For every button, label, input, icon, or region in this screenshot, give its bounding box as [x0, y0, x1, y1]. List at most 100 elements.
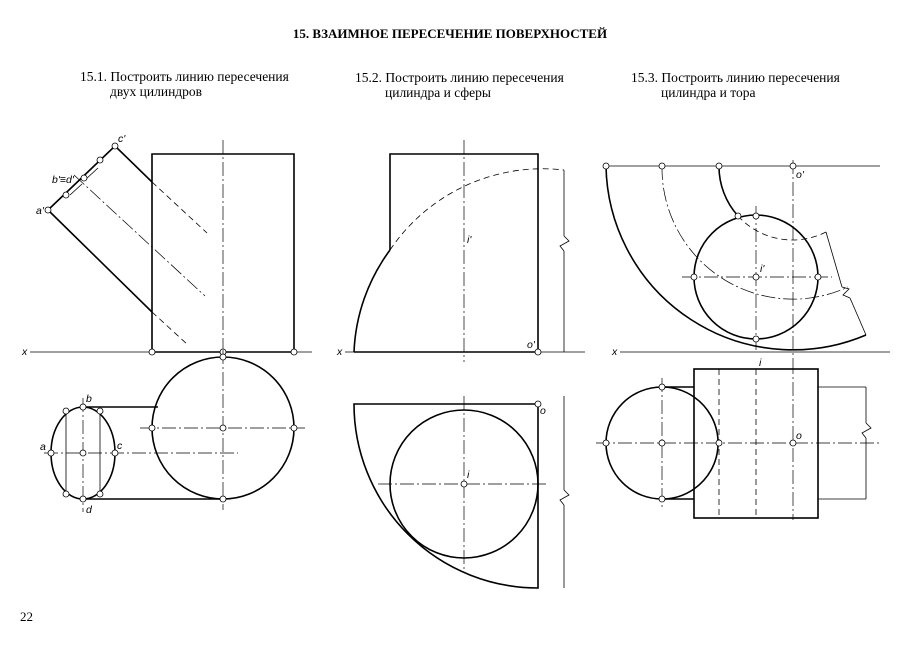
construction-point [658, 439, 666, 447]
point-c-label: c [117, 440, 123, 452]
construction-point [752, 212, 760, 220]
point-c [111, 449, 119, 457]
sphere-top-quarter [353, 403, 539, 589]
construction-point [62, 191, 70, 199]
task-heading-line: 15.3. Построить линию пересечения [631, 70, 840, 85]
point-i-front-label: i' [467, 234, 472, 246]
cylinder-bottom-arc-right [661, 488, 695, 500]
point-o-label: o [796, 430, 802, 442]
hidden-lower-edge [151, 311, 189, 346]
point-i [460, 480, 468, 488]
construction-point [148, 424, 156, 432]
point-d [79, 495, 87, 503]
point-c-front [111, 142, 119, 150]
point-c-front-label: c' [118, 133, 126, 145]
construction-point [715, 162, 723, 170]
task-heading-line: 15.2. Построить линию пересечения [355, 70, 564, 85]
break-mark [861, 422, 872, 439]
construction-point [96, 156, 104, 164]
point-a [47, 449, 55, 457]
point-d-label: d [86, 504, 93, 516]
point-a-front [44, 206, 52, 214]
point-i-front-label: i' [760, 263, 765, 275]
cylinder-top-arc-right [661, 386, 695, 398]
torus-inner-arc [718, 165, 739, 217]
construction-point [96, 407, 104, 415]
inclined-cylinder-lower-edge [47, 209, 153, 313]
point-i-label: i [759, 357, 762, 369]
task-15-1-heading: 15.1. Построить линию пересечения двух ц… [80, 69, 289, 99]
task-15-2-heading: 15.2. Построить линию пересечения цилинд… [355, 70, 564, 100]
point-i-label: i [467, 469, 470, 481]
generator-tick [85, 167, 99, 180]
top-view-15-1: b a c d [40, 350, 305, 516]
inclined-cylinder-upper-edge [114, 145, 153, 183]
task-heading-line: цилиндра и сферы [385, 85, 491, 100]
construction-point [290, 424, 298, 432]
construction-point [602, 439, 610, 447]
point-o-front [789, 162, 797, 170]
point-o-front-label: o' [527, 339, 536, 351]
front-view-15-3: x o' i' [602, 160, 890, 360]
construction-point [658, 162, 666, 170]
construction-point [96, 490, 104, 498]
task-15-1-drawing: x c' b'≡d' a' [21, 133, 312, 516]
break-mark [841, 286, 851, 299]
task-heading-line: цилиндра и тора [661, 85, 756, 100]
point-bd-front-label: b'≡d' [52, 174, 75, 186]
task-15-2-drawing: x i' o' o i [336, 140, 585, 589]
axis-x-label: x [336, 346, 343, 358]
top-view-15-2: o i [353, 396, 570, 589]
hidden-upper-edge [151, 181, 208, 234]
axis-x-label: x [21, 346, 28, 358]
construction-point [219, 353, 227, 361]
torus-outer-arc [605, 165, 867, 351]
task-15-3-drawing: x o' i' [596, 160, 890, 520]
page-title: 15. ВЗАИМНОЕ ПЕРЕСЕЧЕНИЕ ПОВЕРХНОСТЕЙ [292, 26, 608, 41]
point-a-label: a [40, 441, 46, 453]
construction-point [752, 335, 760, 343]
construction-point [602, 162, 610, 170]
torus-cut-line [825, 231, 843, 288]
point-b [79, 403, 87, 411]
construction-point [715, 439, 723, 447]
construction-point [219, 424, 227, 432]
top-view-15-3: i o [596, 357, 880, 520]
point-o-front [534, 348, 542, 356]
point-o [534, 400, 542, 408]
inclined-cylinder-axis [73, 174, 206, 297]
construction-point [62, 490, 70, 498]
point-o-label: o [540, 405, 546, 417]
task-15-3-heading: 15.3. Построить линию пересечения цилинд… [631, 70, 840, 100]
torus-centerline-arc [661, 165, 849, 300]
construction-point [290, 348, 298, 356]
point-i-front [752, 273, 760, 281]
axis-x-label: x [611, 346, 618, 358]
front-view-15-1: x c' b'≡d' a' [21, 133, 312, 360]
point-a-front-label: a' [36, 205, 45, 217]
construction-point [658, 495, 666, 503]
construction-point [148, 348, 156, 356]
construction-point [690, 273, 698, 281]
point-o-front-label: o' [796, 169, 805, 181]
task-heading-line: 15.1. Построить линию пересечения [80, 69, 289, 84]
torus-cut-line [849, 297, 867, 336]
point-o [789, 439, 797, 447]
task-heading-line: двух цилиндров [110, 84, 203, 99]
construction-point [814, 273, 822, 281]
break-mark [559, 235, 570, 252]
page-number: 22 [20, 609, 33, 624]
generator-tick [69, 183, 83, 196]
construction-point [79, 449, 87, 457]
point-b-label: b [86, 393, 92, 405]
break-mark [559, 489, 570, 506]
construction-point [219, 495, 227, 503]
torus-inner-arc-hidden [737, 215, 827, 241]
sphere-outline-visible [353, 249, 391, 353]
construction-point [658, 383, 666, 391]
construction-point [62, 407, 70, 415]
construction-point [734, 212, 742, 220]
front-view-15-2: x i' o' [336, 140, 585, 362]
